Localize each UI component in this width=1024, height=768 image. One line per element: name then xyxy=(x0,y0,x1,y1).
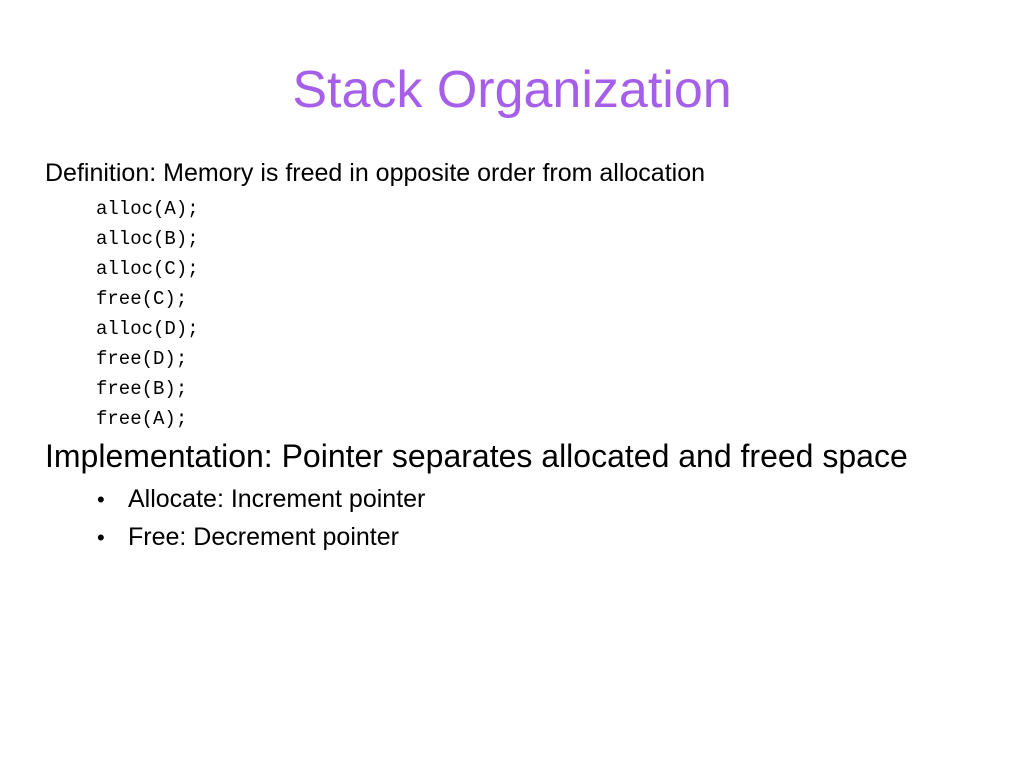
bullet-item-free: • Free: Decrement pointer xyxy=(97,518,425,556)
code-line: free(C); xyxy=(96,288,188,310)
code-line: free(A); xyxy=(96,408,188,430)
code-line: alloc(A); xyxy=(96,198,199,220)
code-line: free(B); xyxy=(96,378,188,400)
bullet-item-allocate: • Allocate: Increment pointer xyxy=(97,480,425,518)
bullet-icon: • xyxy=(97,487,105,512)
bullet-text: Free: Decrement pointer xyxy=(128,523,399,551)
code-example-list: alloc(A); alloc(B); alloc(C); free(C); a… xyxy=(96,194,199,434)
code-line: alloc(D); xyxy=(96,318,199,340)
bullet-text: Allocate: Increment pointer xyxy=(128,485,426,513)
implementation-text: Implementation: Pointer separates alloca… xyxy=(45,438,908,474)
code-line: alloc(B); xyxy=(96,228,199,250)
code-line: alloc(C); xyxy=(96,258,199,280)
bullet-list: • Allocate: Increment pointer • Free: Decr… xyxy=(97,480,425,556)
slide-title: Stack Organization xyxy=(292,61,732,119)
definition-text: Definition: Memory is freed in opposite … xyxy=(45,159,706,187)
bullet-icon: • xyxy=(97,525,105,550)
code-line: free(D); xyxy=(96,348,188,370)
